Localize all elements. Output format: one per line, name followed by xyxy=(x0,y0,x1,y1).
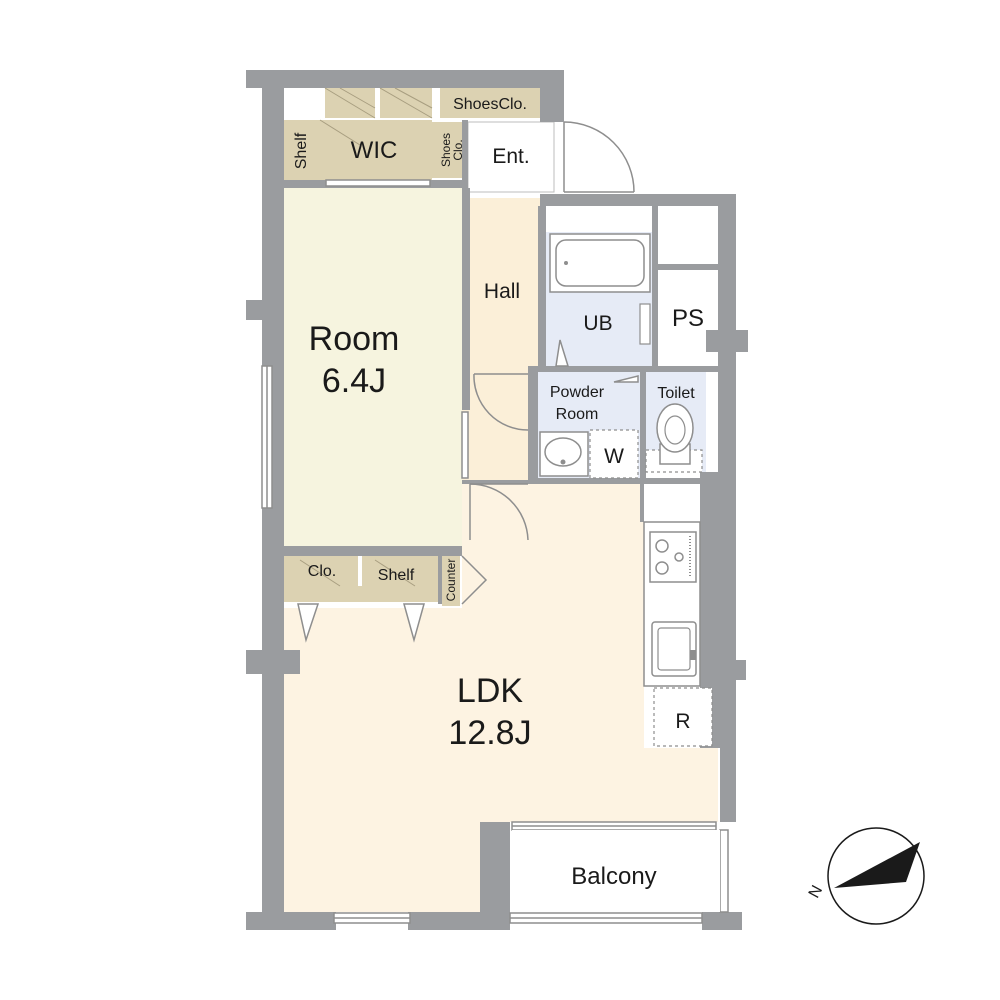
washbasin-icon xyxy=(539,431,589,477)
closet-hatching xyxy=(299,87,433,587)
toilet-label: Toilet xyxy=(657,385,695,402)
bathtub-icon xyxy=(549,233,651,345)
shoes-clo-side-area xyxy=(432,122,462,178)
room-name-label: Room xyxy=(309,320,400,358)
clo-lower-area xyxy=(284,586,438,602)
powder-room-label-1: Powder xyxy=(550,384,605,401)
washer-space xyxy=(589,429,639,479)
closet-doors xyxy=(297,339,639,643)
r-label: R xyxy=(675,710,690,733)
ldk-size-label: 12.8J xyxy=(448,714,531,752)
balcony-label: Balcony xyxy=(571,863,656,890)
shoes-clo-top-area xyxy=(440,88,540,118)
room-size-label: 6.4J xyxy=(322,362,386,400)
room-floor xyxy=(272,188,462,546)
ps-label: PS xyxy=(672,305,704,332)
north-compass-icon: N xyxy=(806,827,925,925)
ub-label: UB xyxy=(583,312,612,335)
wic-label: WIC xyxy=(351,137,398,164)
toilet-icon xyxy=(645,403,703,473)
counter-label: Counter xyxy=(444,559,458,602)
stove-icon xyxy=(649,531,697,583)
ldk-floor xyxy=(284,482,718,912)
compass-n-label: N xyxy=(806,883,826,901)
kitchen-sink-icon xyxy=(651,621,697,677)
ldk-name-label: LDK xyxy=(457,672,523,710)
ent-label: Ent. xyxy=(492,145,529,168)
shelf-top-label: Shelf xyxy=(293,132,310,169)
shelf-top-area xyxy=(284,120,320,180)
wic-area xyxy=(320,120,432,180)
powder-room-label-2: Room xyxy=(556,406,599,423)
balcony-area xyxy=(512,830,720,912)
windows xyxy=(261,179,729,924)
ps-upper-area xyxy=(658,206,720,264)
clo-area xyxy=(284,556,358,586)
walls xyxy=(246,70,748,930)
shelf-bottom-area xyxy=(362,556,438,586)
shoes-clo-top-label: ShoesClo. xyxy=(453,96,527,113)
shelf-bottom-label: Shelf xyxy=(378,567,415,584)
shoes-clo-side-label-1: Shoes xyxy=(439,133,453,167)
refrigerator-space xyxy=(653,687,713,747)
door-swings xyxy=(461,121,635,605)
counter-area xyxy=(442,554,460,606)
shoes-clo-side-label-2: Clo. xyxy=(451,139,465,160)
w-label: W xyxy=(604,445,624,468)
clo-label: Clo. xyxy=(308,563,336,580)
hall-label: Hall xyxy=(484,280,520,303)
entrance-floor xyxy=(467,121,555,193)
